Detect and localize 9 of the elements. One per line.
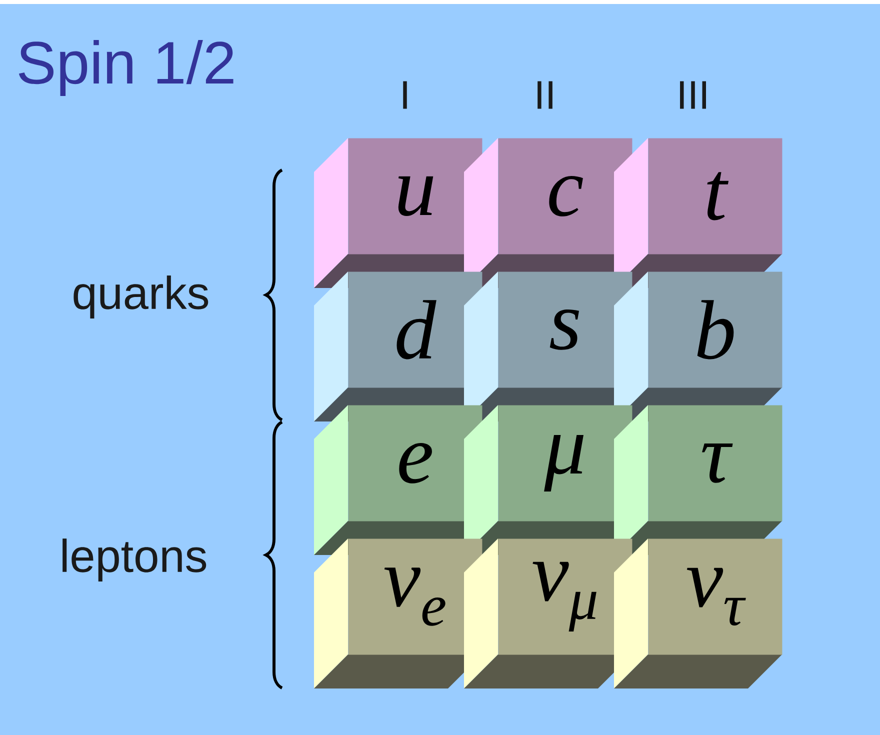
generation-label: II [538,81,552,109]
generation-label: I [403,81,407,109]
particle-cube: ν$_{τ}$ [614,538,782,688]
generation-label: III [680,81,706,109]
group-label: leptons [62,538,206,582]
particle-cube: ν$_{e}$ [314,538,482,688]
title: Spin 1/2 [18,40,234,96]
particle-cube: ν$_{μ}$ [464,538,632,688]
group-label: quarks [74,276,208,318]
